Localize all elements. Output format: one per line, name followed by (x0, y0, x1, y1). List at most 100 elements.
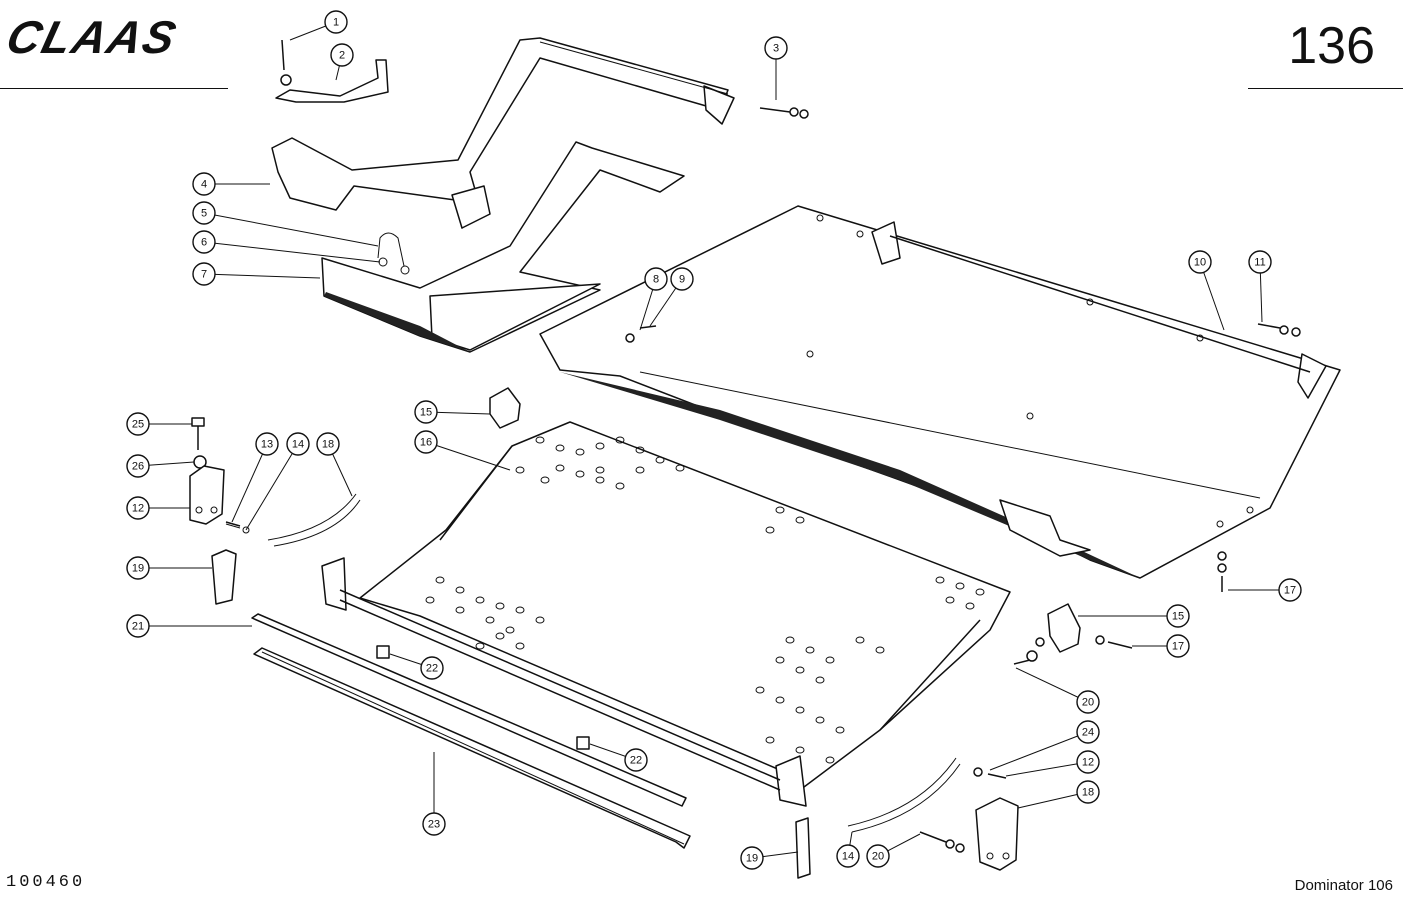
callout-circle (192, 262, 216, 286)
part-21-strip (251, 613, 687, 807)
callout-7: 7 (192, 262, 321, 286)
part-7-tray (321, 141, 685, 353)
callout-14: 14 (245, 432, 310, 531)
callout-15: 15 (414, 400, 491, 424)
part-16-floor (321, 421, 1011, 807)
callout-circle (422, 812, 446, 836)
part-22-spacers (376, 645, 590, 750)
model-name: Dominator 106 (1294, 877, 1393, 894)
callout-label: 20 (1082, 697, 1094, 709)
callout-circle (1278, 578, 1302, 602)
callout-circle (764, 36, 788, 60)
callout-label: 11 (1254, 257, 1265, 269)
callout-12: 12 (126, 496, 190, 520)
part-19-right (795, 817, 811, 879)
part-18-bracket-left (189, 465, 225, 525)
callout-circle (1166, 634, 1190, 658)
callout-label: 15 (420, 407, 432, 419)
callout-circle (126, 556, 150, 580)
callout-label: 10 (1194, 257, 1206, 269)
part-frame-top (271, 37, 735, 229)
callout-25: 25 (126, 412, 192, 436)
callout-label: 22 (630, 755, 642, 767)
leader-line (203, 212, 379, 247)
leader-line (245, 443, 299, 531)
callout-label: 13 (261, 439, 273, 451)
part-13-14-strap (225, 493, 361, 547)
leader-line (1005, 761, 1089, 777)
callout-24: 24 (989, 720, 1100, 771)
callout-label: 26 (132, 461, 144, 473)
callout-label: 19 (132, 563, 144, 575)
leader-line (203, 241, 381, 263)
callout-label: 23 (428, 819, 440, 831)
callout-label: 8 (653, 274, 659, 286)
callout-circle (1188, 250, 1212, 274)
callout-label: 2 (339, 50, 345, 62)
callout-13: 13 (231, 432, 279, 523)
leader-line (231, 443, 268, 523)
callout-15: 15 (1078, 604, 1190, 628)
callout-circle (1076, 720, 1100, 744)
leader-line (1017, 791, 1089, 809)
callout-circle (836, 844, 860, 868)
callout-16: 16 (414, 430, 511, 471)
part-bracket-2 (275, 59, 389, 103)
callout-18: 18 (316, 432, 353, 497)
callout-circle (126, 614, 150, 638)
leader-line (1015, 667, 1089, 703)
callout-circle (1166, 604, 1190, 628)
callout-circle (324, 10, 348, 34)
callout-circle (255, 432, 279, 456)
callout-17: 17 (1132, 634, 1190, 658)
callout-circle (316, 432, 340, 456)
part-18-bracket-right (975, 797, 1019, 871)
small-hardware (225, 39, 1301, 853)
callout-label: 17 (1284, 585, 1296, 597)
callout-circle (192, 172, 216, 196)
callout-3: 3 (764, 36, 788, 100)
callout-circle (1076, 750, 1100, 774)
callout-12: 12 (1005, 750, 1100, 777)
leader-line (425, 441, 511, 471)
callout-26: 26 (126, 454, 195, 478)
callout-label: 18 (322, 439, 334, 451)
header-rule-right (1248, 88, 1403, 89)
callout-label: 5 (201, 208, 207, 220)
part-10-panel (539, 205, 1341, 579)
callout-circle (1076, 690, 1100, 714)
callout-10: 10 (1188, 250, 1225, 331)
callout-label: 20 (872, 851, 884, 863)
callout-circle (420, 656, 444, 680)
callout-label: 3 (773, 43, 779, 55)
callout-label: 14 (292, 439, 304, 451)
callout-20: 20 (1015, 667, 1100, 714)
callout-label: 12 (132, 503, 144, 515)
callout-label: 14 (842, 851, 854, 863)
part-15-right (1047, 603, 1081, 653)
callout-circle (670, 267, 694, 291)
callout-11: 11 (1248, 250, 1272, 323)
callout-label: 18 (1082, 787, 1094, 799)
part-15-top (489, 387, 521, 429)
callout-circle (624, 748, 648, 772)
callout-circle (126, 412, 150, 436)
callout-22: 22 (389, 653, 444, 680)
callout-label: 9 (679, 274, 685, 286)
callout-20: 20 (866, 833, 921, 868)
callout-label: 6 (201, 237, 207, 249)
callout-circle (1076, 780, 1100, 804)
leader-line (203, 273, 321, 279)
leader-line (989, 731, 1089, 771)
callout-22: 22 (589, 743, 648, 772)
callout-circle (286, 432, 310, 456)
callout-19: 19 (740, 846, 799, 870)
part-25-bolt (191, 417, 205, 450)
callout-circle (192, 201, 216, 225)
callout-23: 23 (422, 752, 446, 836)
callout-circle (1248, 250, 1272, 274)
callout-14: 14 (836, 831, 860, 868)
callout-label: 24 (1082, 727, 1094, 739)
callout-label: 12 (1082, 757, 1094, 769)
